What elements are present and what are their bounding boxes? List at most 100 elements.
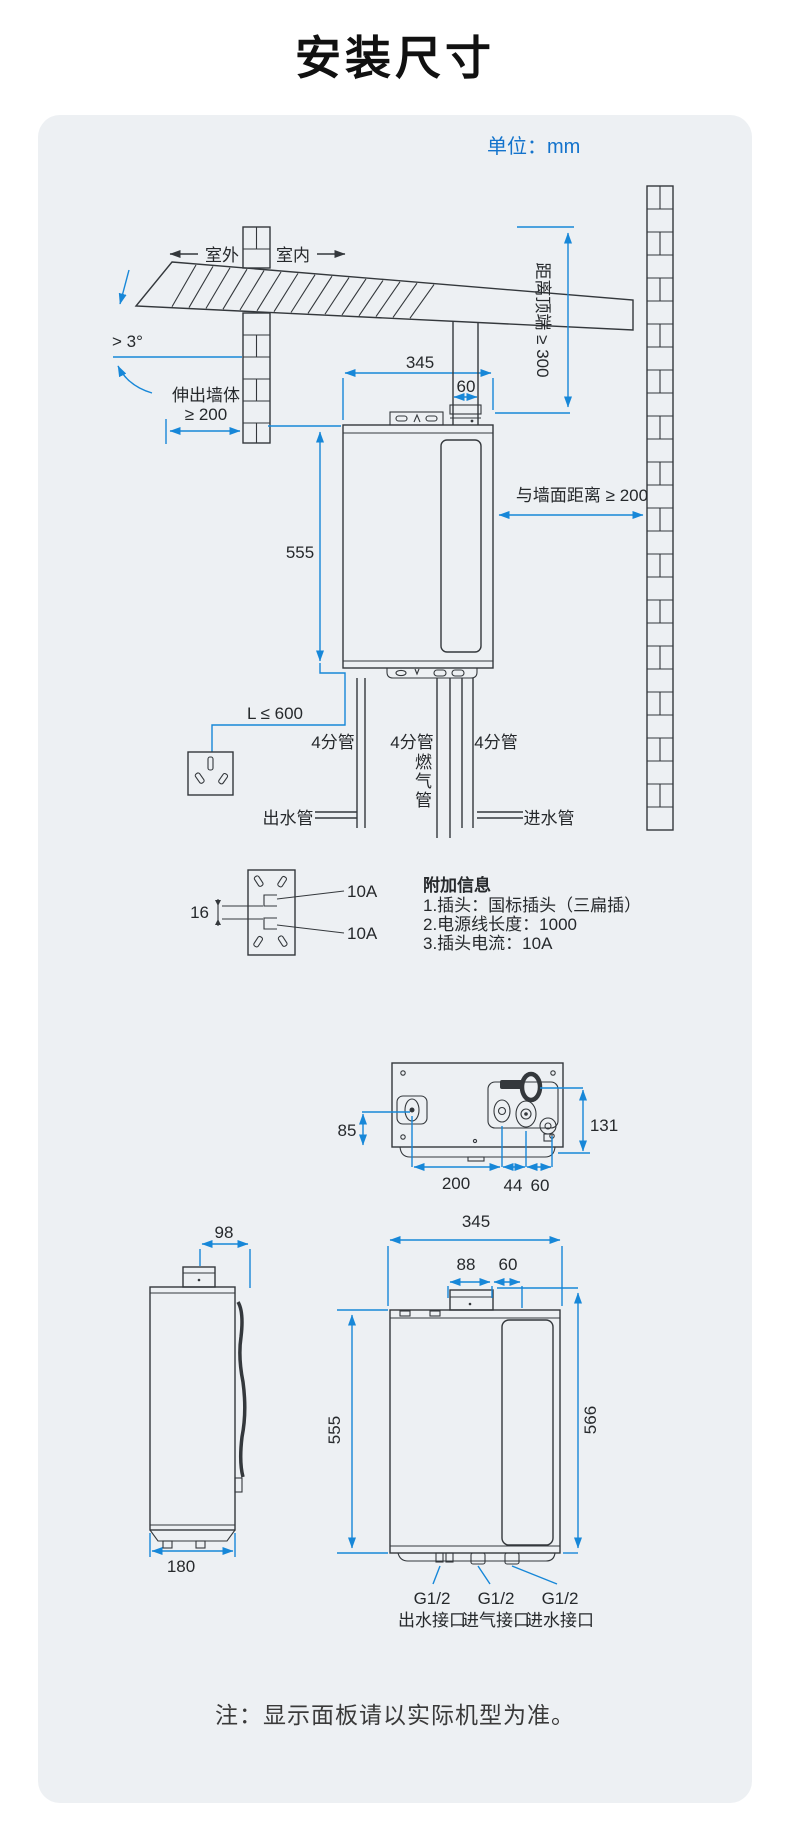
tray-fitting-oval (395, 669, 407, 677)
valve-3 (539, 1117, 557, 1135)
pipe-size-label-1: 4分管 (311, 733, 354, 752)
gas-pipe-label: 燃气管 (412, 753, 431, 810)
top-installation-diagram: 室外 室内 > 3° 伸出墙体 ≥ 200 距离顶端 ≥ 300 345 60 (112, 185, 674, 838)
gap-arrow-up-icon (215, 919, 221, 925)
screw-2 (550, 1070, 556, 1076)
side-flue-stub (182, 1266, 216, 1288)
port-2-name: 进气接口 (462, 1611, 530, 1630)
protrude-label: 伸出墙体 (172, 386, 240, 405)
inlet-pipe-label: 进水管 (524, 809, 575, 828)
bracket-keyhole (413, 413, 421, 423)
plug-slot-br (277, 935, 288, 947)
gap-16-label: 16 (190, 903, 209, 922)
inlet-port-fitting (504, 1552, 520, 1565)
side-foot-1 (162, 1540, 173, 1549)
leader-10a-top (276, 890, 345, 900)
plug-face (247, 869, 296, 956)
front-view-body (389, 1309, 561, 1554)
front-flue-flange (449, 1289, 494, 1311)
outlet-port-fitting (435, 1552, 444, 1563)
info-line-2: 2.电源线长度：1000 (423, 915, 577, 934)
side-foot-2 (195, 1540, 206, 1549)
flue-60-label: 60 (457, 377, 476, 396)
pipe-size-label-2: 4分管 (390, 733, 433, 752)
cord-length-label: L ≤ 600 (247, 704, 303, 723)
socket-slot-right (218, 772, 229, 785)
screw-3 (400, 1134, 406, 1140)
flue-duct-hatching (171, 264, 435, 319)
gas-port-fitting (470, 1552, 486, 1565)
d98-label: 98 (215, 1223, 234, 1242)
angle-label: > 3° (112, 332, 143, 351)
front-display-panel (501, 1319, 554, 1546)
power-cord-path (211, 663, 346, 752)
protrude-value: ≥ 200 (185, 405, 227, 424)
flue-collar (449, 404, 482, 415)
plug-slot-tr (277, 875, 288, 888)
plug-tab-top (263, 894, 277, 907)
port-leader-3 (511, 1565, 558, 1585)
side-flue-dot (197, 1278, 201, 1282)
valve-1 (493, 1099, 511, 1123)
bracket-slot-right (425, 415, 438, 422)
heater-display-panel (440, 439, 482, 653)
screw-5 (472, 1138, 478, 1144)
valve-2-ring (520, 1108, 532, 1120)
gas-port (519, 1071, 543, 1103)
side-view-body (149, 1286, 236, 1531)
port-1-size: G1/2 (414, 1589, 451, 1608)
brick-pattern (243, 186, 673, 808)
info-line-3: 3.插头电流：10A (423, 934, 553, 953)
front-tray (397, 1552, 556, 1562)
port-3-size: G1/2 (542, 1589, 579, 1608)
port-3-name: 进水接口 (526, 1611, 594, 1630)
amp-top-label: 10A (347, 882, 378, 901)
page-title: 安装尺寸 (295, 32, 495, 84)
indoor-label: 室内 (276, 246, 310, 265)
d85-label: 85 (338, 1121, 357, 1140)
d180-label: 180 (167, 1557, 195, 1576)
bottom-view-tray (399, 1146, 556, 1158)
additional-info: 附加信息 1.插头：国标插头（三扁插） 2.电源线长度：1000 3.插头电流：… (423, 875, 641, 953)
bottom-view-body (391, 1062, 564, 1148)
bottom-view-diagram: 85 131 200 44 60 (338, 1062, 618, 1195)
socket-slot-left (194, 772, 205, 784)
port-leader-2 (477, 1565, 491, 1585)
diagram-card (38, 115, 752, 1803)
amp-bottom-label: 10A (347, 924, 378, 943)
f60-label: 60 (499, 1255, 518, 1274)
gap-arrow-down-icon (215, 900, 221, 906)
valve-3-center (544, 1122, 552, 1130)
mounting-bracket (389, 411, 444, 426)
plug-slot-bl (253, 935, 264, 948)
plug-slot-tl (253, 875, 264, 887)
pipe-size-label-3: 4分管 (474, 733, 517, 752)
angle-arc-arrow-icon (117, 365, 153, 394)
d131-label: 131 (590, 1116, 618, 1135)
flue-duct (134, 261, 634, 331)
port-1-name: 出水接口 (398, 1611, 466, 1630)
d200-label: 200 (442, 1174, 470, 1193)
side-lower-tab (234, 1477, 243, 1493)
front-flue-dot (468, 1302, 472, 1306)
plug-tab-bottom (263, 917, 277, 930)
socket-slot-top (207, 756, 214, 771)
info-title: 附加信息 (423, 875, 491, 895)
f88-label: 88 (457, 1255, 476, 1274)
front-top-slot-1 (399, 1310, 411, 1317)
outlet-pipe-label: 出水管 (263, 809, 314, 828)
power-socket (187, 751, 234, 796)
footer-note: 注：显示面板请以实际机型为准。 (215, 1702, 575, 1728)
left-fitting-center (409, 1107, 415, 1113)
height-555-label: 555 (286, 543, 314, 562)
f345-label: 345 (462, 1212, 490, 1231)
f566-label: 566 (581, 1406, 600, 1434)
width-345-label: 345 (406, 353, 434, 372)
valve-2-center (524, 1112, 528, 1116)
label-bar (500, 1080, 524, 1089)
valve-2 (515, 1100, 537, 1128)
heater-bottom-tray (386, 668, 478, 679)
side-bracket-profile (236, 1301, 247, 1478)
top-clearance-label: 距离顶端 ≥ 300 (533, 262, 552, 377)
